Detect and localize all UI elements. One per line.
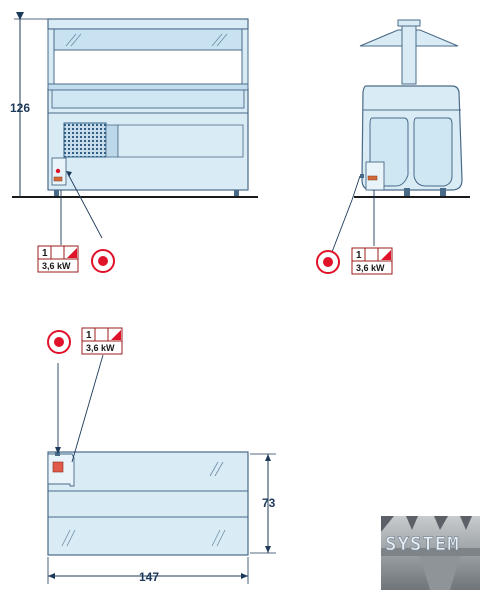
front-canopy [47, 18, 249, 30]
depth-label: 73 [262, 496, 276, 510]
glass-reflection-marks [65, 33, 228, 47]
phase-number: 1 [86, 330, 92, 341]
ventilation-grille [63, 122, 107, 158]
side-foot-left [404, 188, 410, 196]
arrow-front-plug [66, 171, 72, 177]
phase-number: 1 [42, 248, 48, 259]
power-rating: 3,6 kW [86, 343, 115, 353]
plan-view: 73 147 [47, 354, 276, 584]
leader-front-plug [67, 173, 103, 239]
plug-socket-side [360, 174, 364, 178]
phase-symbol [111, 330, 121, 340]
front-view: 126 [10, 12, 258, 245]
foot-right [234, 190, 239, 196]
front-lower-panel [117, 124, 244, 158]
side-view [331, 19, 470, 253]
power-rating: 3,6 kW [42, 261, 71, 271]
logo-text: SYSTEM [385, 533, 460, 555]
side-post [401, 25, 417, 85]
phase-symbol [67, 248, 77, 258]
power-tag-front: 1 3,6 kW [37, 245, 79, 273]
power-tag-side: 1 3,6 kW [351, 247, 393, 275]
plug-icon [91, 249, 115, 273]
phase-number: 1 [356, 250, 362, 261]
side-panel-right [413, 117, 453, 187]
front-top-glass [53, 28, 243, 51]
leader-plan-power [71, 354, 104, 463]
front-post-right [241, 28, 249, 90]
switch-front [53, 176, 63, 182]
indicator-light-front [55, 168, 61, 174]
plug-icon [316, 250, 340, 274]
switch-plan [52, 461, 64, 473]
phase-symbol [381, 250, 391, 260]
power-rating: 3,6 kW [356, 263, 385, 273]
plug-icon [47, 330, 71, 354]
height-label: 126 [10, 101, 30, 115]
front-shelf [47, 83, 249, 91]
plan-body [47, 451, 249, 556]
front-sneeze-guard [51, 89, 245, 109]
power-tag-plan: 1 3,6 kW [81, 327, 123, 355]
leader-side-plug [331, 175, 361, 253]
width-label: 147 [139, 570, 159, 584]
plan-reflection-marks [61, 461, 226, 547]
front-post-left [47, 28, 55, 90]
grille-side-panel [105, 124, 119, 158]
side-foot-right [440, 188, 446, 196]
system-logo: SYSTEM [381, 516, 480, 590]
side-post-cap [397, 19, 421, 27]
switch-side [367, 175, 378, 181]
plug-socket-plan [55, 452, 60, 456]
foot-left [54, 190, 59, 196]
